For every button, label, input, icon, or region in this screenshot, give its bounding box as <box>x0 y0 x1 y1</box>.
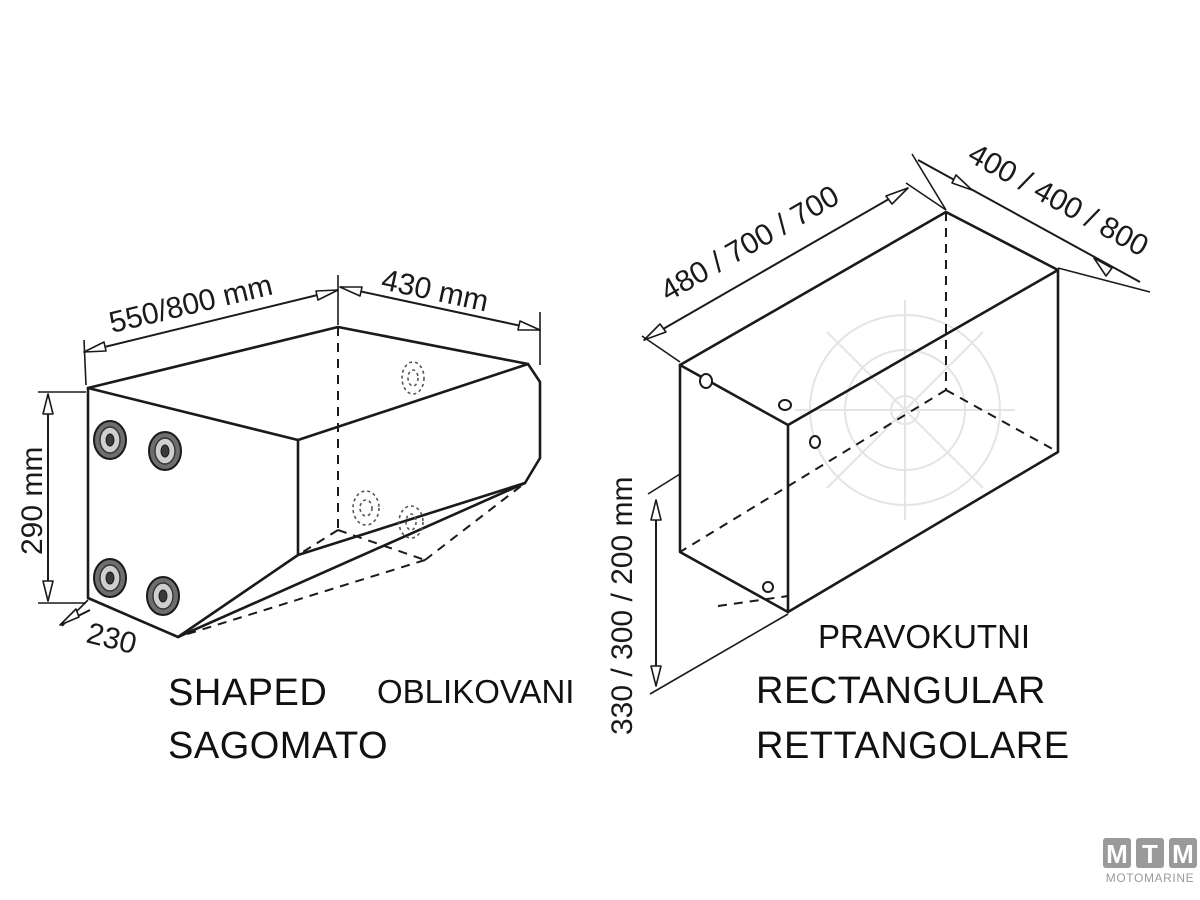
shaped-tank-fitting <box>148 431 182 471</box>
shaped-tank-bottom-dimension: 230 <box>59 599 140 661</box>
rectangular-tank-length-label: 480 / 700 / 700 <box>655 179 845 308</box>
rectangular-tank-length-dimension: 480 / 700 / 700 <box>641 179 947 363</box>
shaped-caption-en: SHAPED <box>168 672 327 714</box>
logo-letter: M <box>1172 839 1194 869</box>
rectangular-caption-hr: PRAVOKUTNI <box>818 618 1030 655</box>
rectangular-tank-front-edge <box>678 268 1060 614</box>
shaped-tank-hidden-fitting <box>352 490 380 526</box>
logo-letter: T <box>1142 839 1158 869</box>
rectangular-tank-port <box>762 581 774 593</box>
rectangular-tank-port <box>699 373 713 389</box>
rectangular-tank-port <box>809 435 821 449</box>
shaped-tank-top-edge <box>86 362 530 442</box>
shaped-tank-fitting <box>93 420 127 460</box>
rectangular-tank-hidden-lines <box>679 212 1059 553</box>
shaped-tank-front-face <box>86 325 542 639</box>
shaped-tank-fitting <box>146 576 180 616</box>
shaped-tank-hidden-fitting <box>401 361 425 395</box>
shaped-tank-width-label: 430 mm <box>379 264 492 319</box>
shaped-tank-bottom-label: 230 <box>83 617 140 661</box>
shaped-tank-height-dimension: 290 mm <box>16 391 86 604</box>
rectangular-caption-en: RECTANGULAR <box>756 670 1046 712</box>
motomarine-logo: M T M MOTOMARINE <box>1103 838 1197 885</box>
shaped-tank-bottom-edge <box>296 481 527 557</box>
rectangular-tank-height-dimension: 330 / 300 / 200 mm <box>606 473 789 736</box>
watermark-ship-wheel <box>795 300 1015 520</box>
logo-letter: M <box>1106 839 1128 869</box>
shaped-tank: 550/800 mm 430 mm 290 mm 230 <box>16 264 542 661</box>
rectangular-tank-outline <box>678 210 1060 614</box>
shaped-tank-side-edge <box>176 438 300 639</box>
shaped-tank-fitting <box>93 558 127 598</box>
shaped-caption-it: SAGOMATO <box>168 725 388 767</box>
rectangular-tank-height-label: 330 / 300 / 200 mm <box>606 477 639 736</box>
rectangular-tank-port <box>778 399 792 411</box>
shaped-tank-length-label: 550/800 mm <box>106 269 276 340</box>
shaped-caption-hr: OBLIKOVANI <box>377 673 574 710</box>
shaped-tank-hidden-lines <box>177 327 526 638</box>
shaped-tank-width-dimension: 430 mm <box>339 264 541 365</box>
logo-name: MOTOMARINE <box>1106 871 1194 885</box>
shaped-tank-height-label: 290 mm <box>16 447 49 555</box>
shaped-tank-hidden-fitting <box>398 505 424 539</box>
rectangular-caption-it: RETTANGOLARE <box>756 725 1070 767</box>
shaped-tank-length-dimension: 550/800 mm <box>83 269 339 386</box>
